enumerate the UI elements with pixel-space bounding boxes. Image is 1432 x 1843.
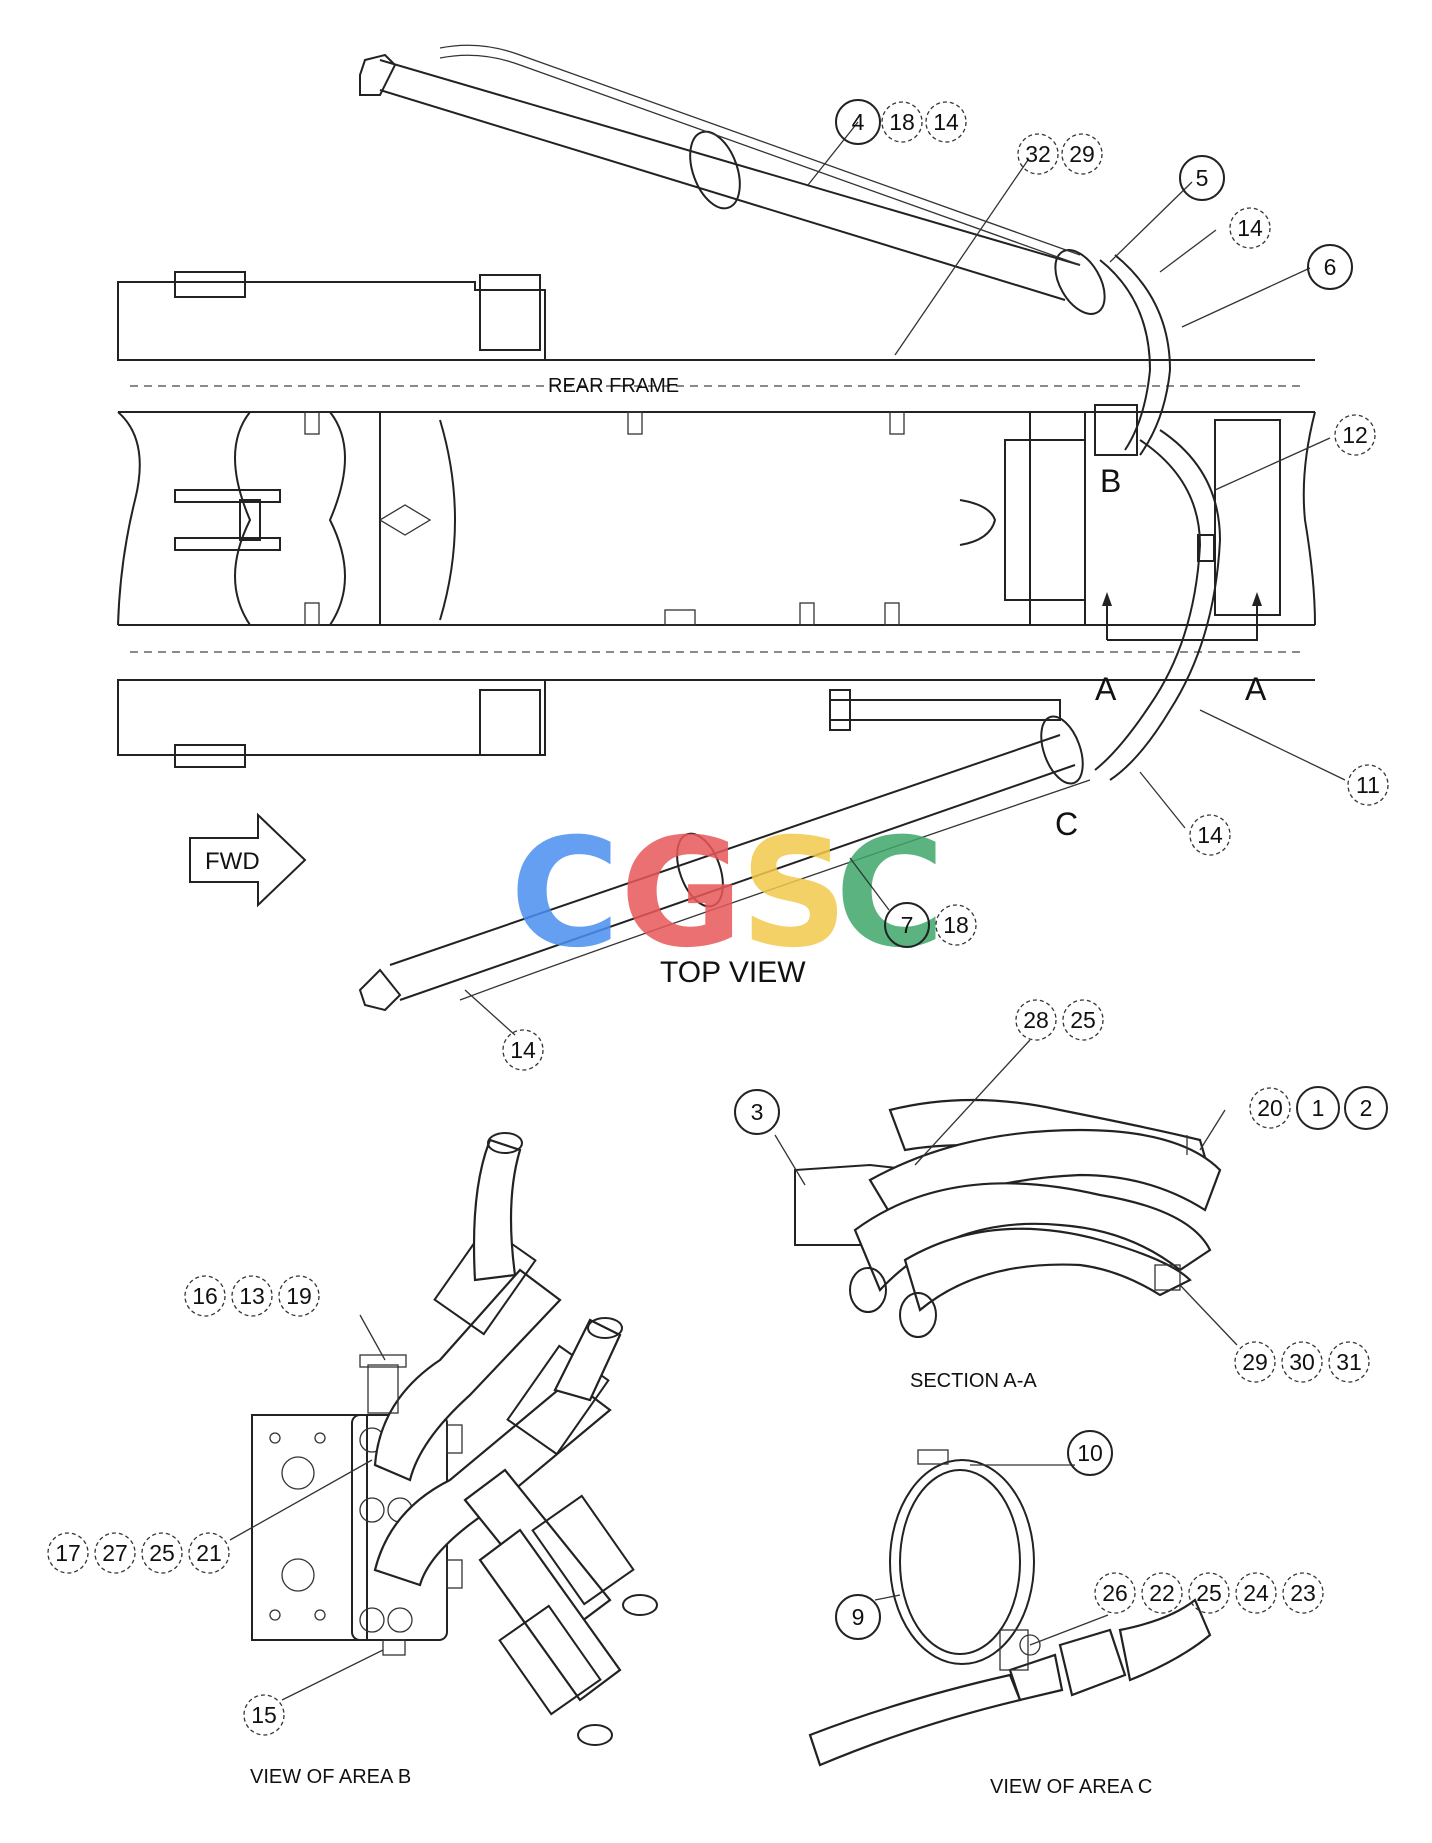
watermark-letter-4: C bbox=[835, 807, 945, 981]
callout-number: 9 bbox=[852, 1604, 865, 1630]
callout-number: 14 bbox=[933, 109, 959, 135]
callout-number: 15 bbox=[251, 1702, 277, 1728]
callout-9: 9 bbox=[835, 1594, 881, 1640]
watermark-letter-1: C bbox=[510, 807, 620, 981]
watermark-letter-3: S bbox=[740, 807, 848, 981]
callout-14-c: 14 bbox=[502, 1029, 544, 1071]
callout-20-1-2: 20 1 2 bbox=[1249, 1086, 1388, 1130]
callout-number: 26 bbox=[1102, 1580, 1128, 1606]
callout-number: 18 bbox=[889, 109, 915, 135]
callout-number: 13 bbox=[239, 1283, 265, 1309]
callout-17-27-25-21: 17 27 25 21 bbox=[47, 1532, 230, 1574]
watermark: C G S C bbox=[510, 807, 945, 981]
callout-number: 25 bbox=[1196, 1580, 1222, 1606]
letter-b: B bbox=[1100, 463, 1121, 499]
callout-14-b: 14 bbox=[1189, 814, 1231, 856]
section-a-a-label: SECTION A-A bbox=[910, 1370, 1037, 1392]
callout-number: 28 bbox=[1023, 1007, 1049, 1033]
callout-number: 2 bbox=[1360, 1095, 1373, 1121]
callout-7-18: 7 18 bbox=[884, 902, 977, 948]
callout-number: 19 bbox=[286, 1283, 312, 1309]
callout-number: 20 bbox=[1257, 1095, 1283, 1121]
callout-14-a: 14 bbox=[1229, 207, 1271, 249]
callout-6: 6 bbox=[1307, 244, 1353, 290]
lower-cylinder bbox=[358, 715, 1091, 1012]
callout-number: 25 bbox=[1070, 1007, 1096, 1033]
callout-number: 18 bbox=[943, 912, 969, 938]
top-view-label: TOP VIEW bbox=[660, 956, 806, 989]
callout-number: 14 bbox=[1237, 215, 1263, 241]
callout-number: 27 bbox=[102, 1540, 128, 1566]
callout-number: 29 bbox=[1069, 141, 1095, 167]
callout-26-22-25-24-23: 26 22 25 24 23 bbox=[1094, 1572, 1324, 1614]
view-area-c-label: VIEW OF AREA C bbox=[990, 1776, 1152, 1798]
upper-cylinder bbox=[359, 44, 1106, 315]
callout-12: 12 bbox=[1334, 414, 1376, 456]
callout-number: 25 bbox=[149, 1540, 175, 1566]
callout-number: 14 bbox=[510, 1037, 536, 1063]
callout-number: 1 bbox=[1312, 1095, 1325, 1121]
rear-frame bbox=[117, 271, 1316, 768]
rear-frame-label: REAR FRAME bbox=[548, 375, 679, 397]
view-area-b-drawing bbox=[251, 1132, 658, 1746]
callout-number: 21 bbox=[196, 1540, 222, 1566]
callout-number: 7 bbox=[901, 912, 914, 938]
callout-number: 32 bbox=[1025, 141, 1051, 167]
hydraulic-hoses bbox=[1094, 254, 1222, 781]
callout-5: 5 bbox=[1179, 155, 1225, 201]
watermark-letter-2: G bbox=[620, 807, 743, 981]
callout-11: 11 bbox=[1347, 764, 1389, 806]
callout-number: 24 bbox=[1243, 1580, 1269, 1606]
callout-15: 15 bbox=[243, 1694, 285, 1736]
callout-number: 30 bbox=[1289, 1349, 1315, 1375]
callout-number: 6 bbox=[1324, 254, 1337, 280]
callout-4-18-14: 4 18 14 bbox=[835, 99, 967, 145]
callout-number: 4 bbox=[852, 109, 865, 135]
callout-16-13-19: 16 13 19 bbox=[184, 1275, 320, 1317]
letter-a-left: A bbox=[1095, 671, 1117, 707]
callout-number: 14 bbox=[1197, 822, 1223, 848]
leader-lines bbox=[229, 121, 1346, 1701]
callout-number: 23 bbox=[1290, 1580, 1316, 1606]
callout-number: 5 bbox=[1196, 165, 1209, 191]
callout-3: 3 bbox=[734, 1089, 780, 1135]
section-a-marker bbox=[1102, 592, 1262, 641]
callout-number: 12 bbox=[1342, 422, 1368, 448]
callout-number: 10 bbox=[1077, 1440, 1103, 1466]
view-area-c-drawing bbox=[808, 1449, 1212, 1767]
callout-number: 22 bbox=[1149, 1580, 1175, 1606]
callout-number: 3 bbox=[751, 1099, 764, 1125]
fwd-label: FWD bbox=[205, 848, 260, 875]
callout-number: 11 bbox=[1356, 772, 1380, 798]
section-a-a-drawing bbox=[794, 1098, 1222, 1338]
view-area-b-label: VIEW OF AREA B bbox=[250, 1766, 411, 1788]
callout-number: 31 bbox=[1336, 1349, 1362, 1375]
callout-number: 17 bbox=[55, 1540, 81, 1566]
callout-32-29: 32 29 bbox=[1017, 133, 1103, 175]
callout-10: 10 bbox=[1067, 1430, 1113, 1476]
callout-number: 16 bbox=[192, 1283, 218, 1309]
fwd-arrow bbox=[189, 812, 307, 908]
letter-a-right: A bbox=[1245, 671, 1267, 707]
callout-number: 29 bbox=[1242, 1349, 1268, 1375]
letter-c: C bbox=[1055, 806, 1078, 842]
callout-29-30-31: 29 30 31 bbox=[1234, 1341, 1370, 1383]
callout-28-25: 28 25 bbox=[1015, 999, 1104, 1041]
